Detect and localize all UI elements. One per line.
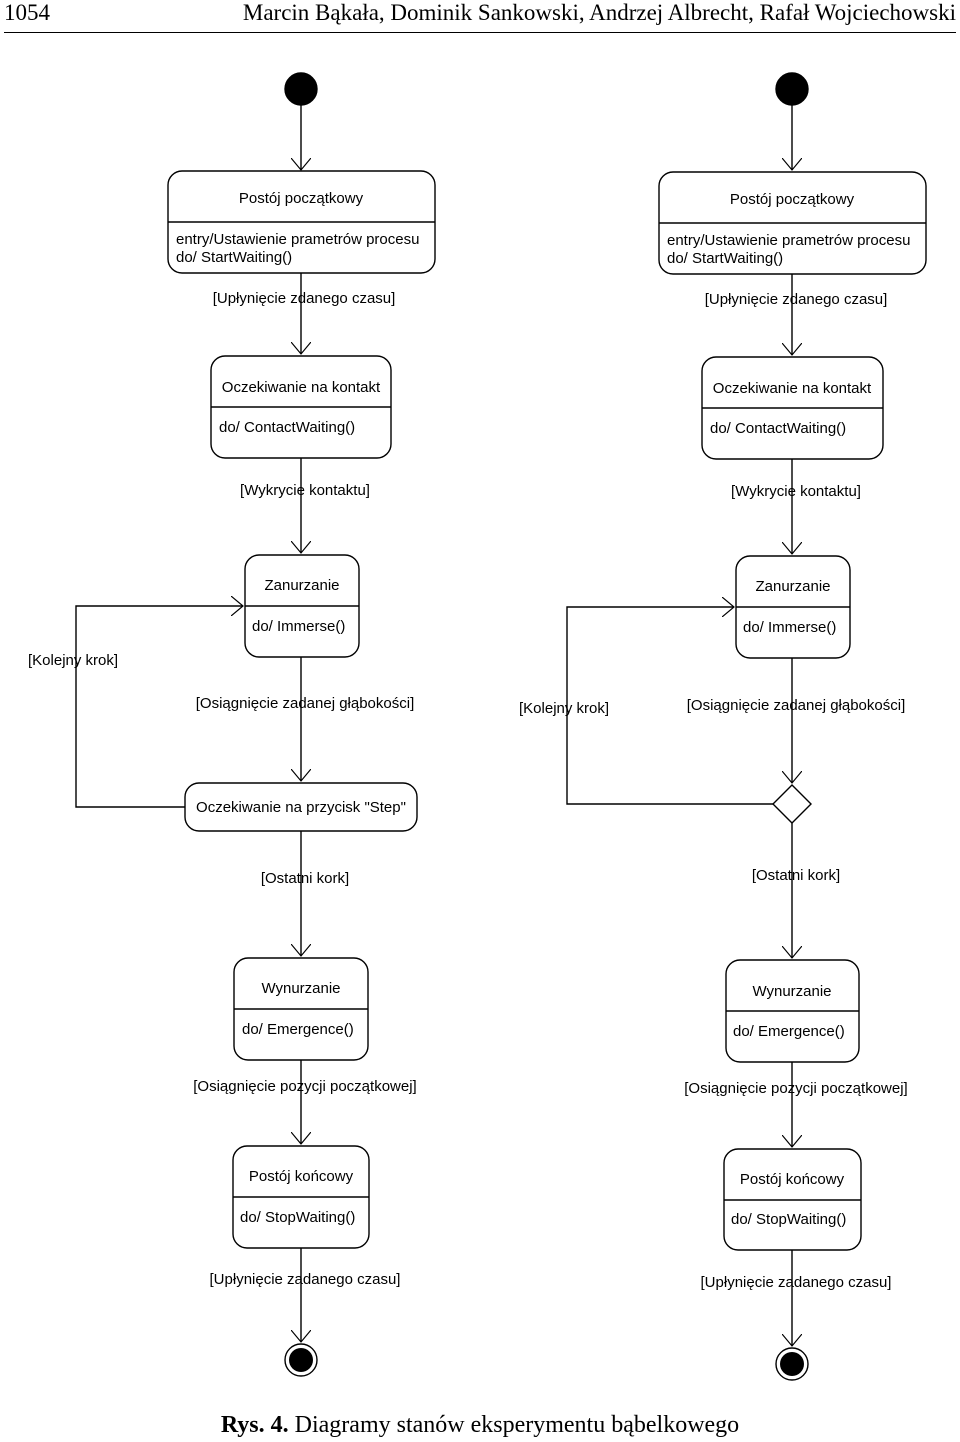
left-diagram-labels: Postój początkowy entry/Ustawienie prame… xyxy=(28,190,419,1288)
left-final-node-dot xyxy=(289,1348,313,1372)
right-s3-title: Zanurzanie xyxy=(755,578,830,595)
left-t4-label: [Ostatni kork] xyxy=(261,870,349,887)
right-decision-node xyxy=(772,784,812,824)
left-s1-title: Postój początkowy xyxy=(239,190,364,207)
right-s1-do: do/ StartWaiting() xyxy=(667,250,783,267)
right-final-node-dot xyxy=(780,1352,804,1376)
right-initial-node xyxy=(775,72,809,106)
caption-label: Rys. 4. xyxy=(220,1412,289,1438)
left-s1-do: do/ StartWaiting() xyxy=(176,249,292,266)
right-t6-label: [Upłynięcie zadanego czasu] xyxy=(701,1274,892,1291)
page-number: 1054 xyxy=(4,0,50,25)
right-s2-do: do/ ContactWaiting() xyxy=(710,420,846,437)
left-t3-label: [Osiągnięcie zadanej głąbokości] xyxy=(196,695,414,712)
left-s3-do: do/ Immerse() xyxy=(252,618,345,635)
page-header: 1054 Marcin Bąkała, Dominik Sankowski, A… xyxy=(0,0,960,36)
left-s2-title: Oczekiwanie na kontakt xyxy=(222,379,381,396)
left-t6-label: [Upłynięcie zadanego czasu] xyxy=(210,1271,401,1288)
left-loop-arrow xyxy=(75,606,243,808)
left-initial-node xyxy=(284,72,318,106)
left-s3-title: Zanurzanie xyxy=(264,577,339,594)
right-t5-label: [Osiągnięcie pozycji początkowej] xyxy=(684,1080,907,1097)
right-s1-title: Postój początkowy xyxy=(730,191,855,208)
right-t4-label: [Ostatni kork] xyxy=(752,867,840,884)
right-s3-do: do/ Immerse() xyxy=(743,619,836,636)
left-state-diagram xyxy=(75,72,436,1377)
caption-text: Diagramy stanów eksperymentu bąbelkowego xyxy=(294,1412,740,1438)
header-rule xyxy=(4,32,956,33)
right-t3-label: [Osiągnięcie zadanej głąbokości] xyxy=(687,697,905,714)
right-loop-label: [Kolejny krok] xyxy=(519,700,609,717)
left-t5-label: [Osiągnięcie pozycji początkowej] xyxy=(193,1078,416,1095)
left-s1-entry: entry/Ustawienie prametrów procesu xyxy=(176,231,419,248)
right-s6-title: Postój końcowy xyxy=(740,1171,845,1188)
left-t1-label: [Upłynięcie zdanego czasu] xyxy=(213,290,396,307)
figure-caption: Rys. 4. Diagramy stanów eksperymentu bąb… xyxy=(0,1412,960,1439)
right-s1-entry: entry/Ustawienie prametrów procesu xyxy=(667,232,910,249)
left-s5-do: do/ Emergence() xyxy=(242,1021,354,1038)
left-s6-title: Postój końcowy xyxy=(249,1168,354,1185)
right-state-diagram xyxy=(566,72,927,1381)
right-t2-label: [Wykrycie kontaktu] xyxy=(731,483,861,500)
right-loop-arrow xyxy=(566,607,773,805)
left-t2-label: [Wykrycie kontaktu] xyxy=(240,482,370,499)
right-diagram-labels: Postój początkowy entry/Ustawienie prame… xyxy=(519,191,910,1291)
running-head-authors: Marcin Bąkała, Dominik Sankowski, Andrze… xyxy=(242,0,956,25)
left-s6-do: do/ StopWaiting() xyxy=(240,1209,355,1226)
left-s5-title: Wynurzanie xyxy=(261,980,340,997)
right-t1-label: [Upłynięcie zdanego czasu] xyxy=(705,291,888,308)
left-s4-title: Oczekiwanie na przycisk "Step" xyxy=(196,799,406,816)
left-s2-do: do/ ContactWaiting() xyxy=(219,419,355,436)
right-s6-do: do/ StopWaiting() xyxy=(731,1211,846,1228)
left-loop-label: [Kolejny krok] xyxy=(28,652,118,669)
right-s5-title: Wynurzanie xyxy=(752,983,831,1000)
right-s5-do: do/ Emergence() xyxy=(733,1023,845,1040)
right-s2-title: Oczekiwanie na kontakt xyxy=(713,380,872,397)
